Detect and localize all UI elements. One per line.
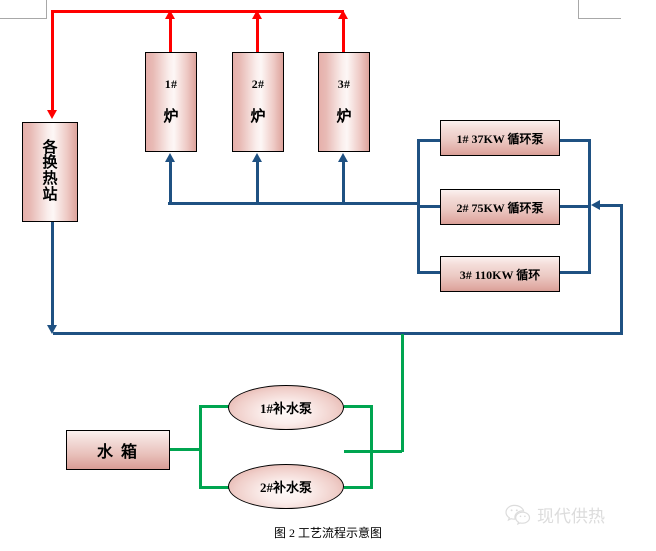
supply-arrow-boiler-2	[252, 10, 262, 19]
supply-riser-boiler-1	[169, 18, 172, 54]
return-riser-boiler-2	[256, 161, 259, 203]
boiler-node-1[interactable]: 1# 炉	[145, 52, 197, 152]
crop-mark-top-right	[578, 0, 621, 19]
supply-riser-boiler-2	[256, 18, 259, 54]
supply-riser-boiler-3	[342, 18, 345, 54]
boiler-3-number: 3#	[337, 76, 351, 91]
return-riser-right	[620, 204, 623, 334]
circulation-pump-3-label: 3# 110KW 循环	[459, 267, 541, 282]
makeup-collector-vertical	[370, 407, 373, 489]
boiler-2-label: 2# 炉	[250, 78, 265, 126]
boiler-node-2[interactable]: 2# 炉	[232, 52, 284, 152]
boiler-3-label: 3# 炉	[336, 78, 351, 126]
water-tank-label: 水 箱	[96, 444, 139, 461]
pump-1-inlet-branch	[417, 139, 441, 142]
supply-arrow-into-station	[47, 110, 57, 119]
return-riser-boiler-3	[342, 161, 345, 203]
makeup-splitter-vertical	[199, 405, 202, 489]
makeup-collector-top	[344, 450, 402, 453]
boiler-node-3[interactable]: 3# 炉	[318, 52, 370, 152]
station-char-2: 换	[42, 155, 58, 172]
pump-2-outlet-branch	[559, 205, 590, 208]
makeup-pump-2-label: 2#补水泵	[259, 480, 312, 495]
supply-arrow-boiler-1	[165, 10, 175, 19]
watermark: 现代供热	[505, 502, 605, 527]
crop-mark-top-left	[0, 0, 47, 19]
makeup-riser	[401, 334, 404, 452]
makeup-pump-1-label: 1#补水泵	[259, 401, 312, 416]
circulation-pump-1-label: 1# 37KW 循环泵	[456, 131, 544, 146]
station-char-1: 各	[42, 139, 58, 156]
pump-3-outlet-branch	[559, 271, 590, 274]
figure-caption: 图 2 工艺流程示意图	[273, 526, 382, 540]
pump-3-inlet-branch	[417, 271, 441, 274]
water-tank-node[interactable]: 水 箱	[66, 430, 170, 470]
boiler-2-number: 2#	[251, 76, 265, 91]
return-inlet-stub	[600, 204, 623, 207]
return-arrow-boiler-3	[338, 153, 348, 162]
makeup-pump-1-outlet	[344, 405, 373, 408]
boiler-1-number: 1#	[164, 76, 178, 91]
makeup-pump-node-1[interactable]: 1#补水泵	[228, 385, 344, 430]
makeup-pump-1-inlet	[199, 405, 229, 408]
return-arrow-into-pumps	[591, 200, 600, 210]
station-char-4: 站	[42, 186, 58, 203]
boiler-1-label: 1# 炉	[163, 78, 178, 126]
supply-arrow-boiler-3	[338, 10, 348, 19]
main-return-pipe	[53, 332, 623, 335]
makeup-pump-2-outlet	[344, 486, 373, 489]
makeup-pump-node-2[interactable]: 2#补水泵	[228, 464, 344, 509]
return-riser-boiler-1	[169, 161, 172, 203]
makeup-pump-2-inlet	[199, 486, 229, 489]
return-arrow-boiler-2	[252, 153, 262, 162]
boiler-1-kind: 炉	[163, 109, 179, 126]
boiler-2-kind: 炉	[250, 109, 266, 126]
circulation-pump-node-3[interactable]: 3# 110KW 循环	[440, 256, 560, 292]
pump-1-outlet-branch	[559, 139, 590, 142]
supply-drop-to-station	[51, 10, 54, 112]
return-arrow-boiler-1	[165, 153, 175, 162]
pump-2-inlet-branch	[417, 205, 441, 208]
circulation-pump-node-1[interactable]: 1# 37KW 循环泵	[440, 120, 560, 156]
supply-header-pipe	[53, 10, 344, 13]
boiler-3-kind: 炉	[336, 109, 352, 126]
station-char-3: 热	[42, 171, 58, 187]
return-arrow-corner	[47, 325, 57, 334]
heat-exchange-station-node[interactable]: 各 换 热 站	[22, 122, 78, 222]
return-distribution-pipe	[168, 202, 419, 205]
station-label: 各 换 热 站	[42, 139, 58, 204]
station-return-drop	[51, 222, 54, 326]
wechat-icon	[505, 504, 531, 526]
tank-outlet-pipe	[169, 448, 202, 451]
watermark-text: 现代供热	[537, 507, 605, 526]
circulation-pump-2-label: 2# 75KW 循环泵	[456, 200, 544, 215]
circulation-pump-node-2[interactable]: 2# 75KW 循环泵	[440, 189, 560, 225]
